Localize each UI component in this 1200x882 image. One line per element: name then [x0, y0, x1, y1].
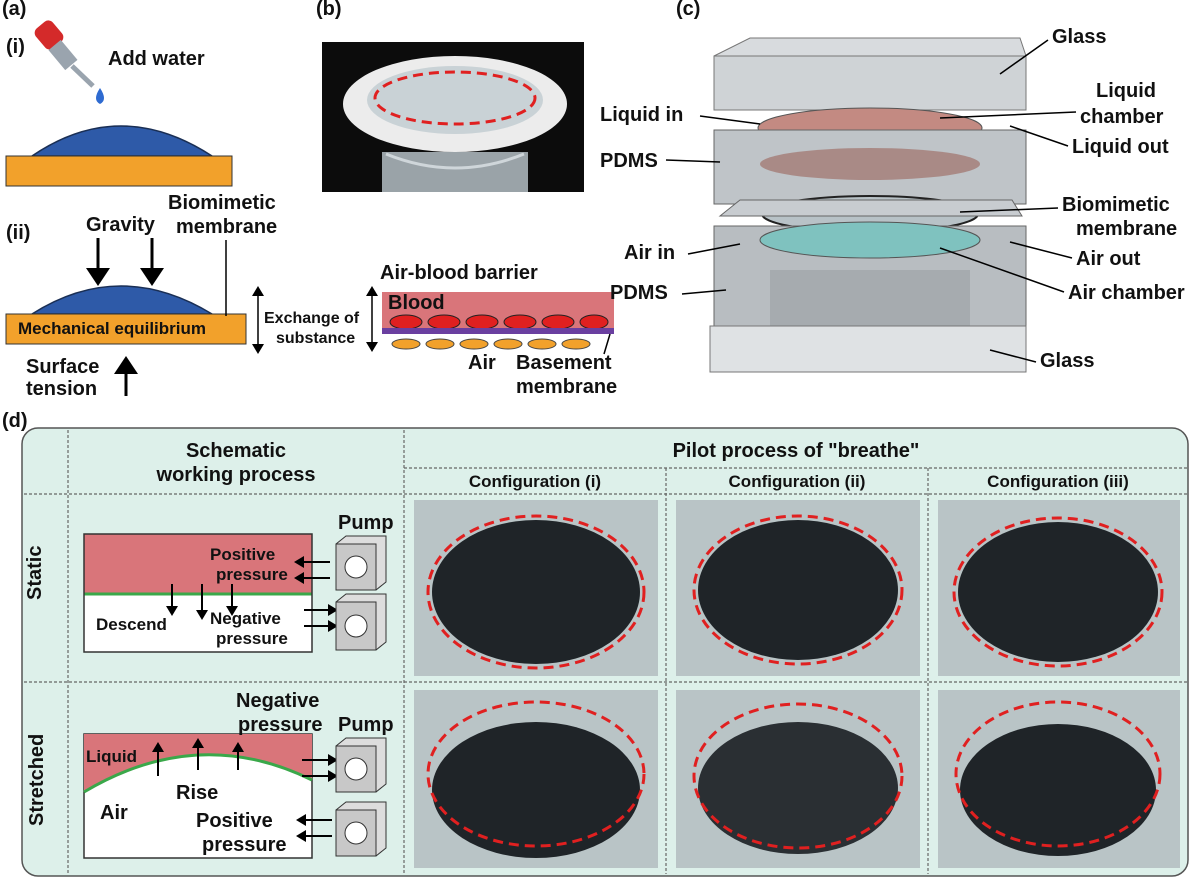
panel-a-diagram — [5, 20, 264, 396]
biomimetic-membrane-label-2: membrane — [176, 216, 278, 238]
liquid-in-label: Liquid in — [600, 104, 684, 126]
pump-icon — [335, 737, 387, 793]
static-negative-1: Negative — [210, 609, 281, 628]
water-drop-i — [29, 125, 215, 157]
static-positive-1: Positive — [210, 545, 276, 564]
stretched-air: Air — [100, 802, 128, 824]
panel-c-device — [709, 37, 1027, 373]
liquid-chamber-label-2: chamber — [1080, 106, 1164, 128]
stretched-rise: Rise — [176, 782, 219, 804]
pdms-bottom-label: PDMS — [610, 282, 668, 304]
photo-static-config-i — [414, 500, 658, 676]
pdms-top-label: PDMS — [600, 150, 658, 172]
surface-tension-label-2: tension — [26, 378, 98, 400]
liquid-chamber-label-1: Liquid — [1096, 80, 1156, 102]
basement-membrane-label-2: membrane — [516, 376, 618, 398]
blood-label: Blood — [388, 292, 445, 314]
photo-stretched-config-i — [414, 690, 658, 868]
panel-c-label: (c) — [676, 0, 701, 20]
panel-a-i-label: (i) — [6, 36, 25, 58]
air-out-label: Air out — [1076, 248, 1141, 270]
panel-a-label: (a) — [2, 0, 27, 20]
water-drop-ii — [29, 285, 215, 315]
stretched-liquid: Liquid — [86, 747, 137, 766]
static-descend: Descend — [96, 615, 167, 634]
photo-stretched-config-ii — [676, 690, 920, 868]
row-label-stretched: Stretched — [26, 733, 48, 826]
config-ii-header: Configuration (ii) — [728, 472, 866, 491]
stretched-schematic — [83, 733, 387, 859]
gravity-label: Gravity — [86, 214, 155, 236]
stretched-pump-label: Pump — [338, 714, 394, 736]
panel-c-leader-lines — [665, 39, 1077, 363]
pilot-title: Pilot process of "breathe" — [672, 440, 920, 462]
add-water-label: Add water — [108, 48, 205, 70]
dropper-icon — [34, 20, 104, 104]
photo-static-config-iii — [938, 500, 1180, 676]
substrate-ii — [5, 313, 247, 345]
air-chamber-label: Air chamber — [1068, 282, 1185, 304]
glass-bottom-label: Glass — [1040, 350, 1095, 372]
static-positive-2: pressure — [216, 565, 288, 584]
glass-top-label: Glass — [1052, 26, 1107, 48]
photo-static-config-ii — [676, 500, 920, 676]
static-schematic — [83, 533, 387, 653]
config-iii-header: Configuration (iii) — [987, 472, 1129, 491]
substrate-i — [5, 155, 233, 187]
schematic-title-2: working process — [156, 464, 316, 486]
biomimetic-c-label-1: Biomimetic — [1062, 194, 1170, 216]
biomimetic-c-label-2: membrane — [1076, 218, 1178, 240]
air-in-label: Air in — [624, 242, 676, 264]
stretched-negative-2: pressure — [238, 714, 323, 736]
air-blood-barrier-title: Air-blood barrier — [380, 262, 538, 284]
static-negative-2: pressure — [216, 629, 288, 648]
basement-membrane-label-1: Basement — [516, 352, 612, 374]
air-blood-barrier-diagram — [366, 286, 614, 355]
panel-b-label: (b) — [316, 0, 342, 20]
panel-a-ii-label: (ii) — [6, 222, 31, 244]
surface-tension-label-1: Surface — [26, 356, 100, 378]
pump-icon — [335, 535, 387, 591]
liquid-out-label: Liquid out — [1072, 136, 1169, 158]
stretched-positive-1: Positive — [196, 810, 273, 832]
panel-d-label: (d) — [2, 410, 28, 432]
mechanical-equilibrium-label: Mechanical equilibrium — [18, 319, 206, 338]
biomimetic-membrane-label-1: Biomimetic — [168, 192, 276, 214]
exchange-label-1: Exchange of — [264, 310, 360, 327]
config-i-header: Configuration (i) — [468, 472, 602, 491]
panel-b-photo — [322, 42, 584, 192]
pump-icon — [335, 593, 387, 651]
photo-stretched-config-iii — [938, 690, 1180, 868]
pump-icon — [335, 801, 387, 857]
stretched-positive-2: pressure — [202, 834, 287, 856]
row-label-static: Static — [24, 545, 46, 600]
exchange-label-2: substance — [276, 330, 356, 347]
air-label: Air — [468, 352, 496, 374]
stretched-negative-1: Negative — [236, 690, 320, 712]
schematic-title-1: Schematic — [185, 440, 287, 462]
static-pump-label: Pump — [338, 512, 394, 534]
